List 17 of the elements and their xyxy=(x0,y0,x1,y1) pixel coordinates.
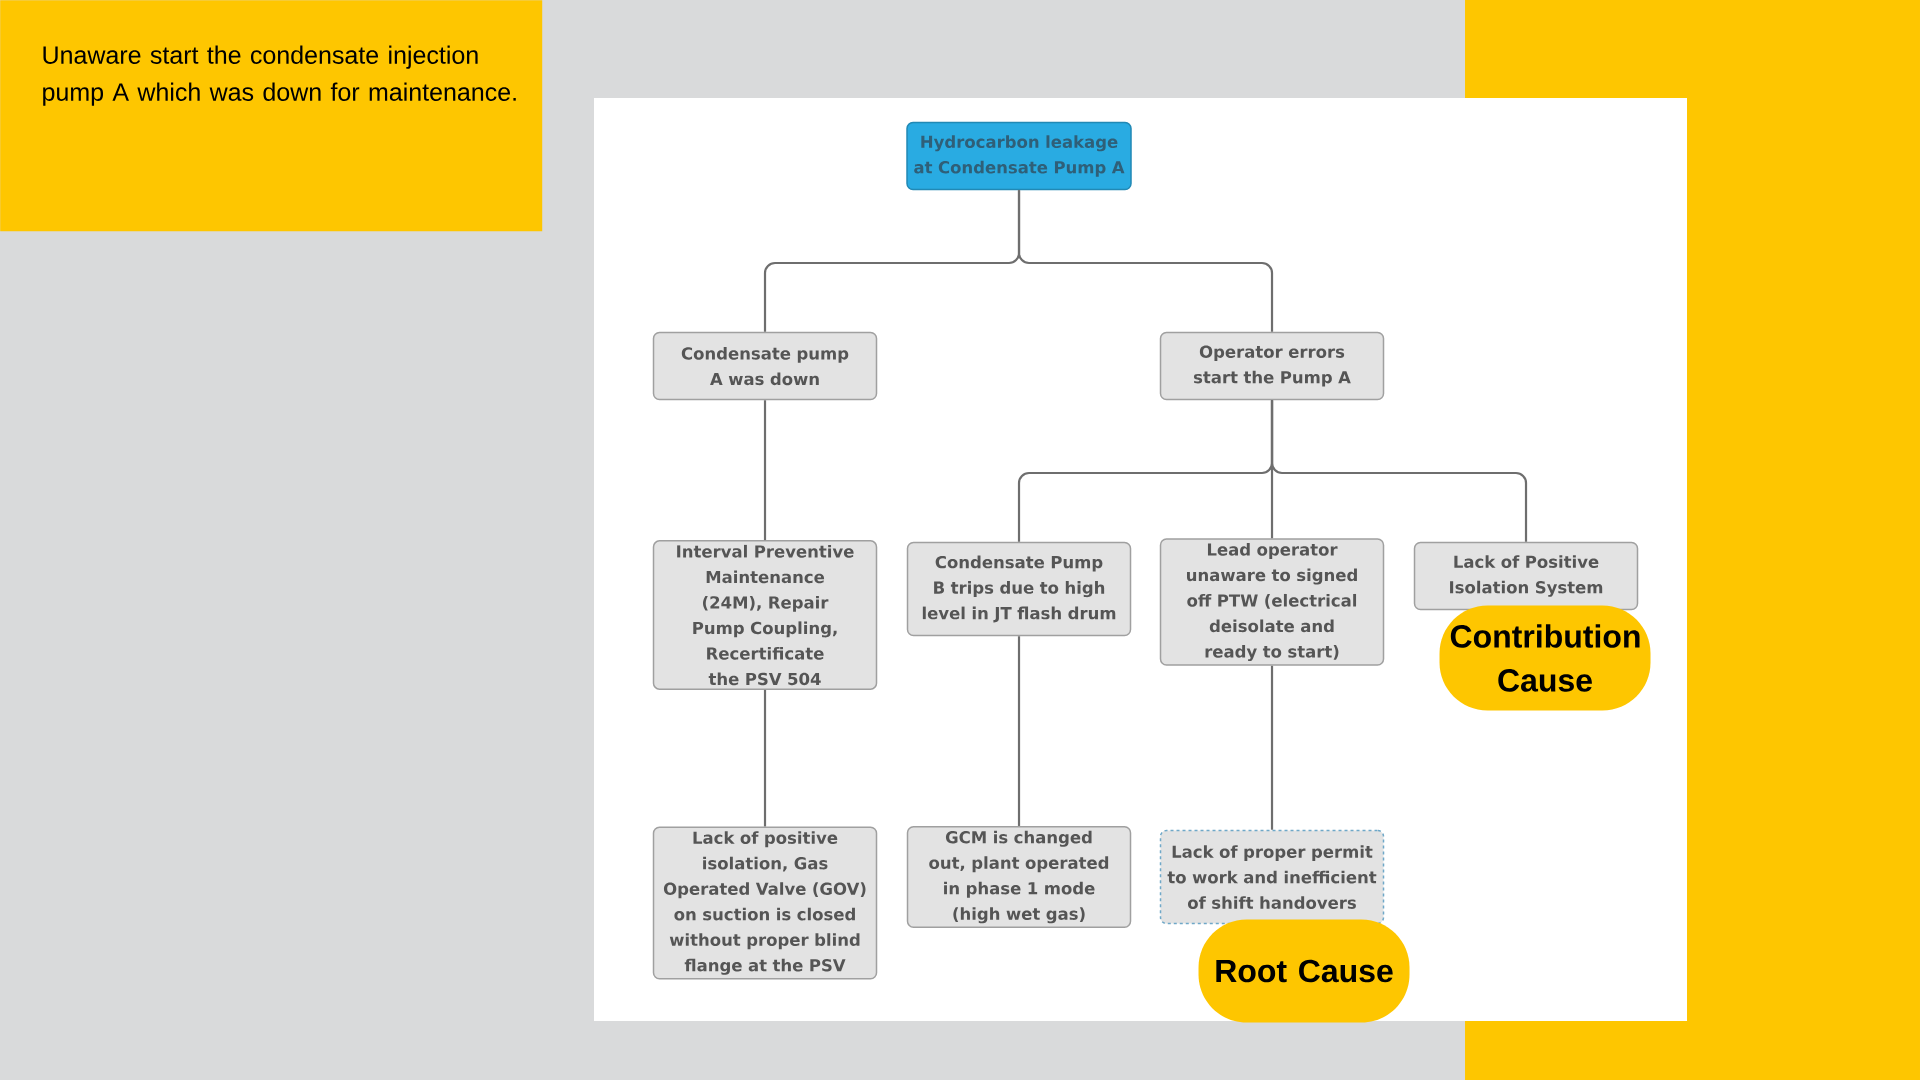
connector-line xyxy=(1017,190,1274,332)
cause-box: GCM is changed out, plant operated in phase 1 mode (high wet gas) xyxy=(906,825,1132,929)
connector-line xyxy=(1017,636,1021,826)
text-panel: Unaware start the condensate injection pump A which was down for maintenance. xyxy=(0,0,543,232)
cause-box: Operator errors start the Pump A xyxy=(1159,331,1385,401)
cause-box: Interval Preventive Maintenance (24M), Repair Pump Coupling, Recertificate the PSV 504 xyxy=(652,540,878,690)
connector-line xyxy=(763,689,767,827)
problem-box: Hydrocarbon leakage at Condensate Pump A xyxy=(906,121,1132,191)
connector-line xyxy=(1270,665,1274,830)
cause-box: Lack of Positive Isolation System xyxy=(1413,541,1639,611)
connector-line xyxy=(763,400,767,541)
cause-box: Lack of positive isolation, Gas Operated Valve (GOV) on suction is closed without proper blind flange at the PSV xyxy=(652,826,878,980)
cause-box: Condensate pump A was down xyxy=(652,331,878,401)
cause-box: Lead operator unaware to signed off PTW (electrical deisolate and ready to start) xyxy=(1159,538,1385,666)
cause-box: Lack of proper permit to work and inefficient of shift handovers xyxy=(1159,829,1385,925)
connector-line xyxy=(1270,400,1528,542)
cause-box: Condensate Pump B trips due to high level in JT flash drum xyxy=(906,541,1132,637)
